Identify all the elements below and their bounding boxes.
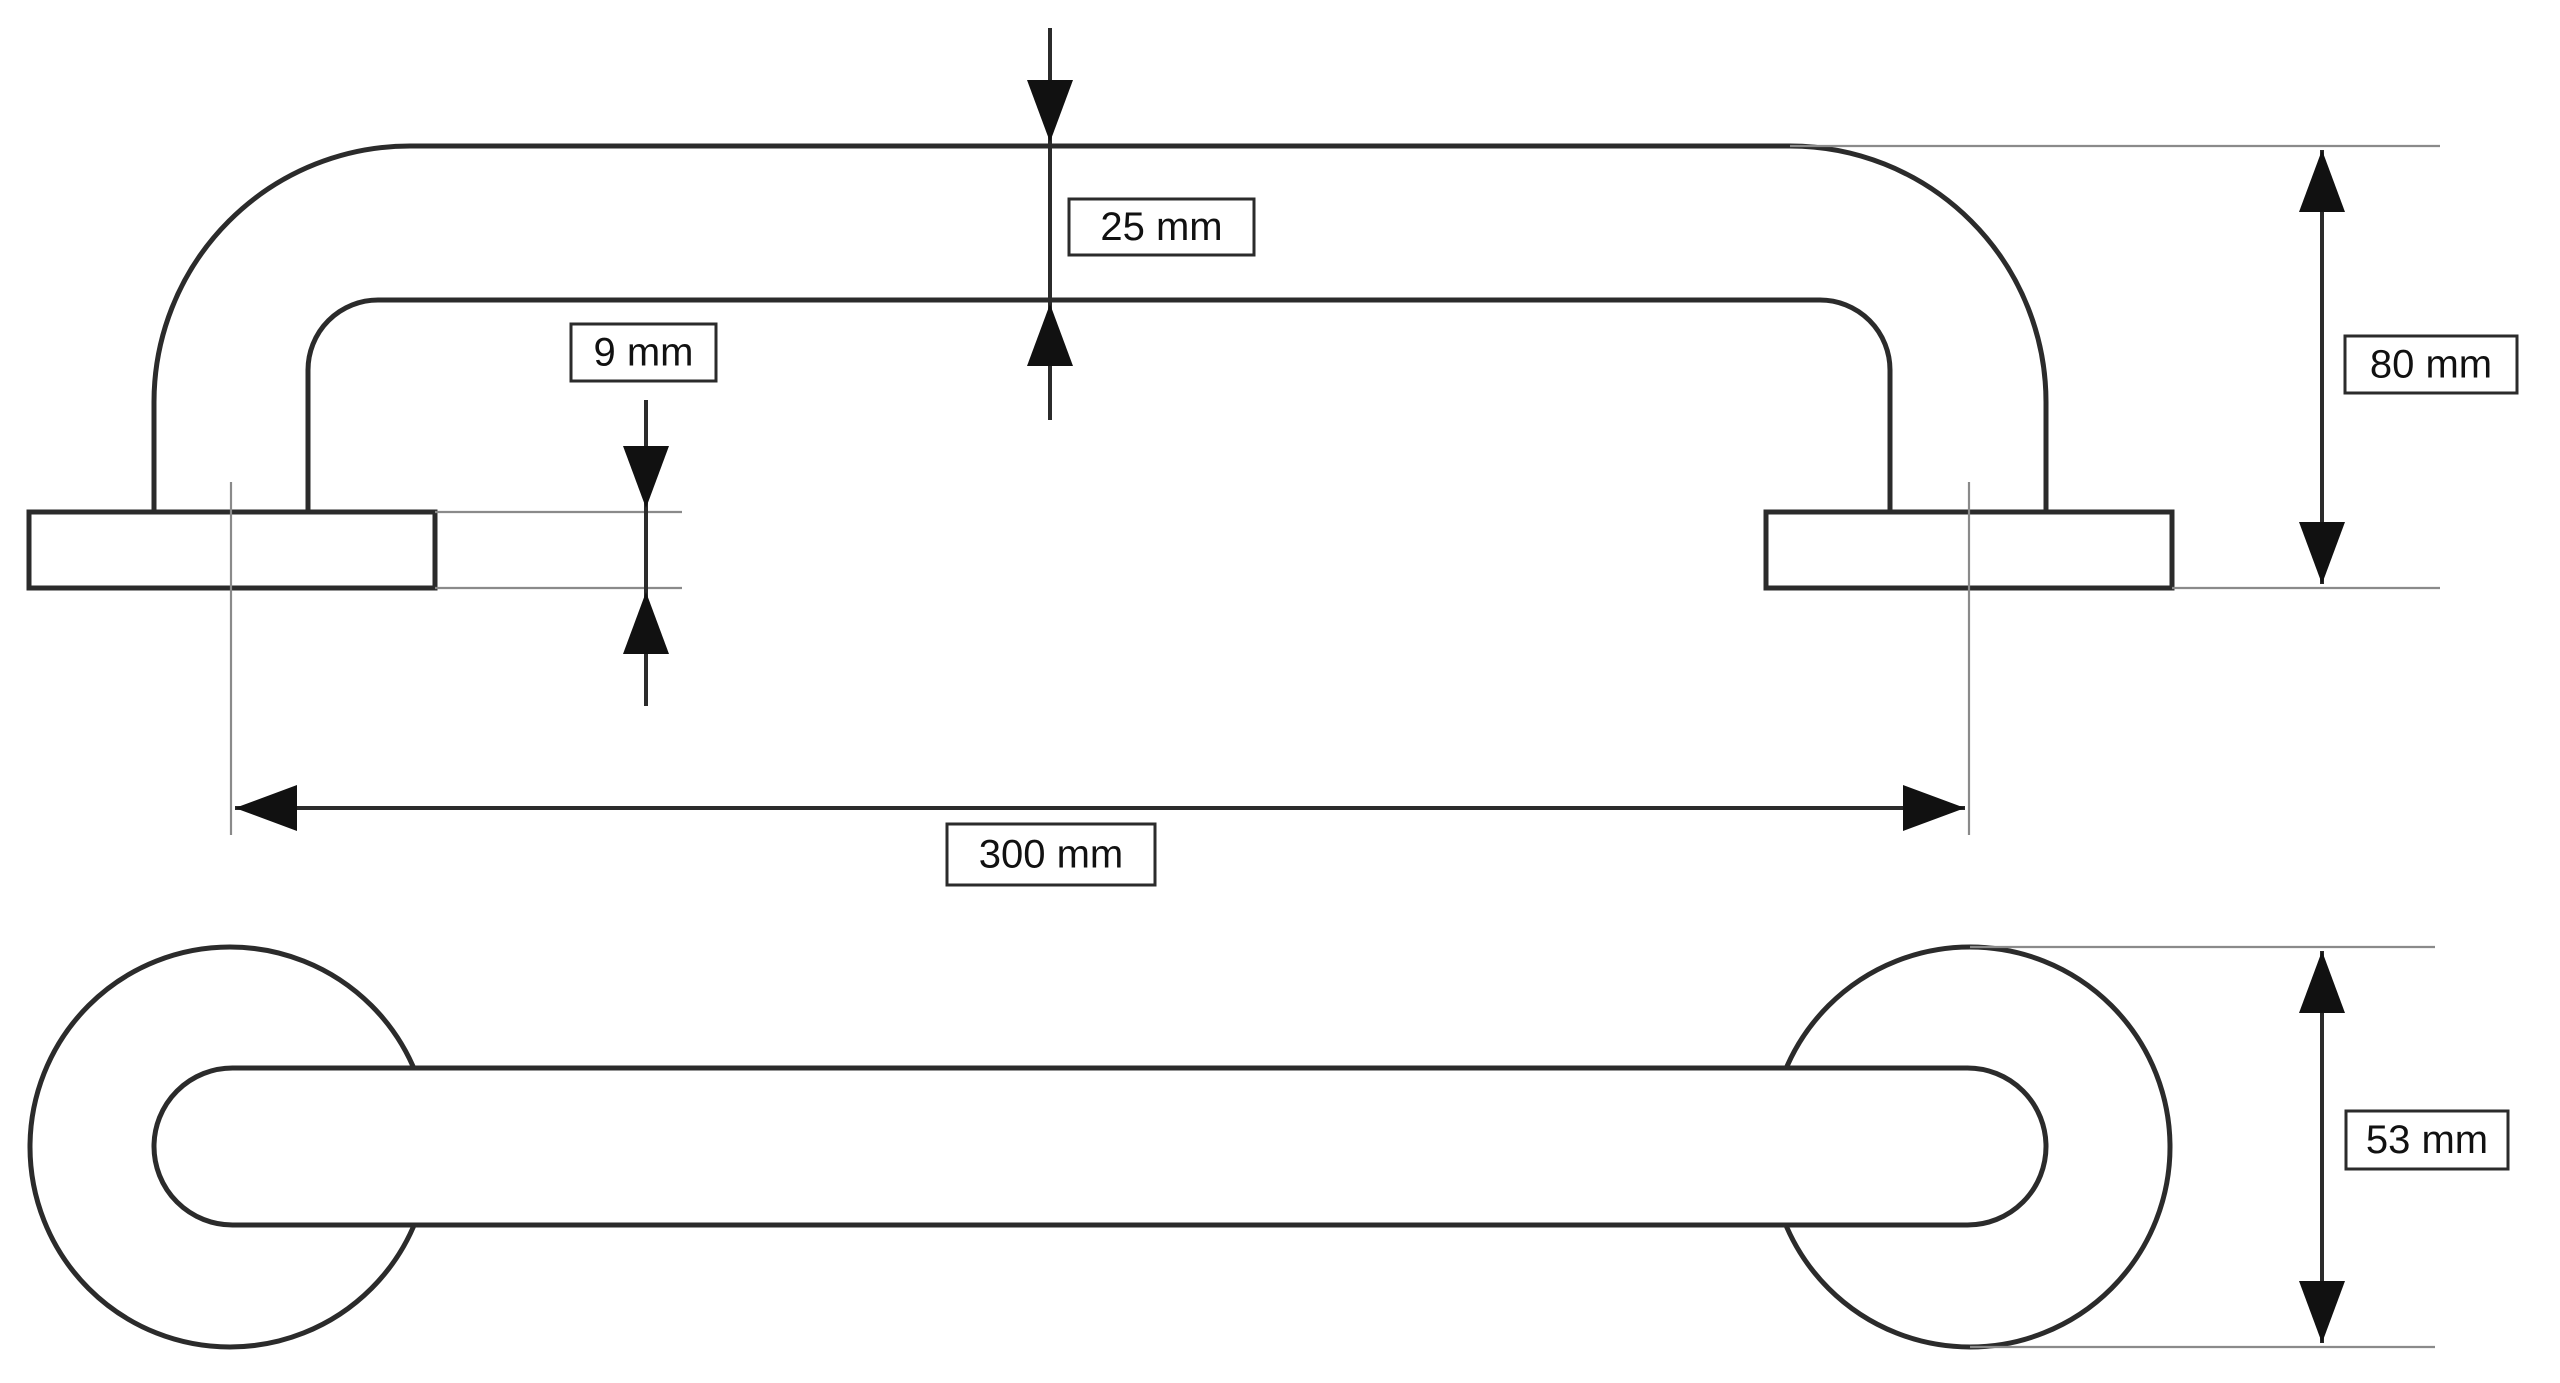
top-view xyxy=(27,944,2173,1350)
dimension-flange-thickness: 9 mm xyxy=(435,322,718,706)
arrow-down-icon xyxy=(1027,80,1073,142)
dimension-tube-diameter: 25 mm xyxy=(1027,28,1256,420)
arrow-down-icon xyxy=(623,446,669,508)
dimension-flange-diameter: 53 mm xyxy=(1970,945,2510,1349)
bar-top-outline xyxy=(151,1065,2049,1228)
flange-thickness-label: 9 mm xyxy=(594,331,694,375)
bar-top-fill xyxy=(154,1068,2046,1225)
arrow-up-icon xyxy=(1027,304,1073,366)
arrow-down-icon xyxy=(2299,522,2345,584)
arrow-left-icon xyxy=(235,785,297,831)
center-distance-label: 300 mm xyxy=(979,833,1124,877)
arrow-down-icon xyxy=(2299,1281,2345,1343)
arrow-up-icon xyxy=(2299,951,2345,1013)
bar-inner-outline xyxy=(305,297,1893,512)
height-label: 80 mm xyxy=(2370,343,2492,387)
dimension-height: 80 mm xyxy=(1790,144,2519,590)
tube-diameter-label: 25 mm xyxy=(1100,205,1222,249)
flange-diameter-label: 53 mm xyxy=(2366,1118,2488,1162)
arrow-up-icon xyxy=(623,592,669,654)
arrow-up-icon xyxy=(2299,150,2345,212)
arrow-right-icon xyxy=(1903,785,1965,831)
bar-outer-outline xyxy=(151,143,2049,512)
dimension-center-distance: 300 mm xyxy=(229,482,1971,887)
